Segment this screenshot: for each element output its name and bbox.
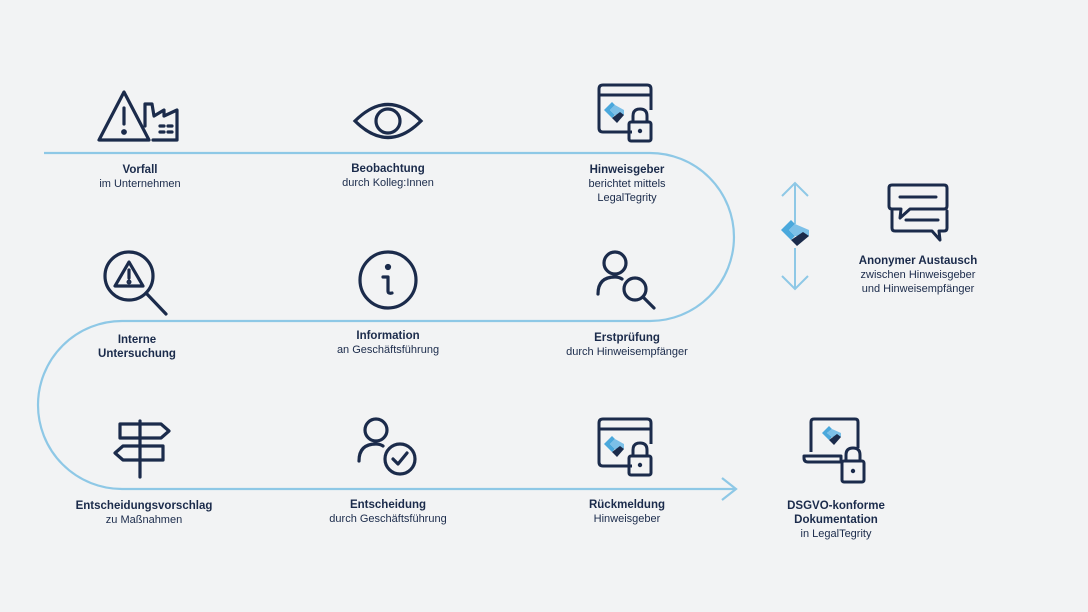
step-subtitle: durch Hinweisempfänger	[566, 346, 688, 358]
step-title: Hinweisgeber	[589, 164, 665, 176]
step-entscheidung: Entscheidung durch Geschäftsführung	[293, 416, 483, 526]
step-dokumentation: DSGVO-konforme Dokumentation in LegalTeg…	[741, 416, 931, 541]
step-subtitle: zwischen Hinweisgeber und Hinweisempfäng…	[860, 269, 976, 295]
secure-laptop-icon	[802, 417, 866, 484]
step-title: Entscheidungsvorschlag	[75, 500, 213, 512]
step-subtitle: Hinweisgeber	[593, 513, 661, 525]
step-title: Anonymer Austausch	[858, 255, 978, 267]
step-title: Interne Untersuchung	[98, 334, 176, 360]
eye-icon	[352, 102, 424, 140]
double-arrow	[781, 181, 809, 291]
step-title: Entscheidung	[349, 499, 427, 511]
step-rueckmeldung: Rückmeldung Hinweisgeber	[532, 416, 722, 526]
step-beobachtung: Beobachtung durch Kolleg:Innen	[293, 98, 483, 190]
step-erstpruefung: Erstprüfung durch Hinweisempfänger	[532, 249, 722, 359]
step-hinweisgeber: Hinweisgeber berichtet mittels LegalTegr…	[532, 82, 722, 205]
flow-line	[36, 151, 736, 491]
person-check-icon	[357, 417, 417, 476]
step-subtitle: in LegalTegrity	[800, 528, 872, 540]
legaltegrity-logo-icon	[781, 220, 809, 246]
step-untersuchung: Interne Untersuchung	[42, 250, 232, 361]
step-subtitle: berichtet mittels LegalTegrity	[588, 178, 666, 204]
step-title: Beobachtung	[351, 163, 425, 175]
step-title: Vorfall	[122, 164, 158, 176]
magnifier-warning-icon	[103, 250, 168, 316]
secure-window-icon	[597, 83, 653, 143]
step-title: Erstprüfung	[594, 332, 660, 344]
flow-arrowhead	[721, 477, 738, 501]
step-title: DSGVO-konforme Dokumentation	[787, 500, 885, 526]
step-subtitle: durch Geschäftsführung	[329, 513, 447, 525]
chat-bubbles-icon	[887, 183, 949, 242]
step-subtitle: zu Maßnahmen	[105, 514, 183, 526]
step-subtitle: an Geschäftsführung	[336, 344, 440, 356]
step-vorschlag: Entscheidungsvorschlag zu Maßnahmen	[49, 418, 239, 527]
signpost-icon	[113, 419, 171, 479]
step-subtitle: durch Kolleg:Innen	[342, 177, 434, 189]
secure-window-icon	[597, 417, 653, 477]
step-vorfall: Vorfall im Unternehmen	[45, 88, 235, 191]
step-austausch: Anonymer Austausch zwischen Hinweisgeber…	[823, 182, 1013, 296]
info-icon	[358, 250, 418, 310]
step-title: Information	[356, 330, 420, 342]
warning-factory-icon	[97, 90, 179, 142]
step-title: Rückmeldung	[588, 499, 666, 511]
step-information: Information an Geschäftsführung	[293, 249, 483, 357]
step-subtitle: im Unternehmen	[99, 178, 181, 190]
person-search-icon	[596, 250, 656, 310]
